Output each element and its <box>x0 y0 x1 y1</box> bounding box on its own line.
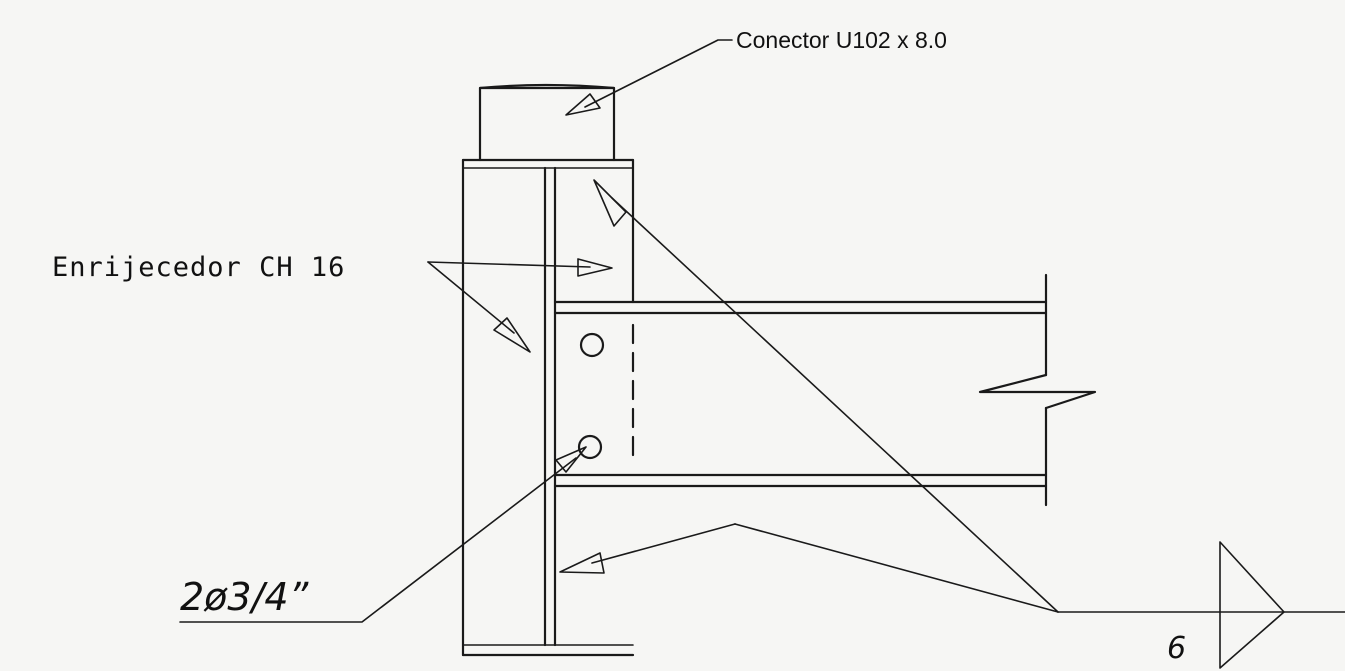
connector-block <box>478 83 616 162</box>
stiffener-label: Enrijecedor CH 16 <box>52 252 345 283</box>
connector-label: Conector U102 x 8.0 <box>736 27 947 53</box>
weld-symbol <box>1057 541 1345 669</box>
bolt-hole-bottom <box>577 434 603 460</box>
beam-top-flange <box>553 300 1048 315</box>
bolt-hole-top <box>579 332 605 358</box>
beam-break-line <box>978 273 1097 507</box>
weld-size-label: 6 <box>1167 631 1186 666</box>
beam-bottom-flange <box>553 473 1048 488</box>
weld-leaders <box>559 179 1059 613</box>
bolt-label: 2ø3/4” <box>180 575 309 619</box>
stiffener-leaders <box>427 258 613 353</box>
stiffener-plate <box>543 166 557 647</box>
bolt-leader <box>179 446 587 623</box>
column-plate <box>461 158 635 657</box>
connector-leader <box>565 39 733 116</box>
